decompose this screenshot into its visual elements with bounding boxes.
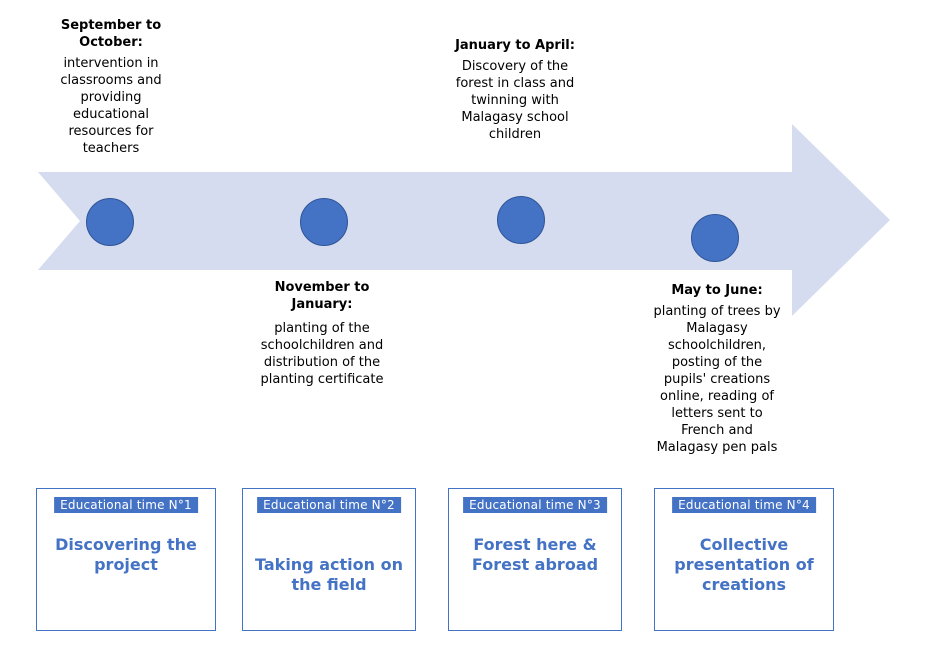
stage-box-4: Educational time N°4 Collective presenta… [654,488,834,631]
event-description: intervention in classrooms and providing… [60,56,162,156]
timeline-marker-1 [86,198,134,246]
stage-tag: Educational time N°2 [257,497,401,513]
timeline-event-3: January to April: Discovery of the fores… [440,37,590,143]
timeline-event-2: November to January: planting of the sch… [248,279,396,388]
event-period: May to June: [671,283,763,298]
stage-tag: Educational time N°4 [672,497,816,513]
event-description: Discovery of the forest in class and twi… [455,59,575,142]
stage-tag: Educational time N°3 [463,497,607,513]
event-description: planting of trees by Malagasy schoolchil… [653,304,781,455]
event-period: November to January: [274,280,370,312]
stage-title: Taking action on the field [255,555,403,594]
stage-title: Forest here & Forest abroad [471,535,599,574]
event-period: September to October: [60,18,162,50]
timeline-marker-2 [300,198,348,246]
event-period: January to April: [455,38,575,53]
timeline-marker-4 [691,214,739,262]
timeline-event-1: September to October: intervention in cl… [48,17,174,157]
stage-title: Discovering the project [55,535,197,574]
stage-box-3: Educational time N°3 Forest here & Fores… [448,488,622,631]
timeline-arrow-shape [38,124,890,316]
timeline-marker-3 [497,196,545,244]
stage-box-1: Educational time N°1 Discovering the pro… [36,488,216,631]
stage-box-2: Educational time N°2 Taking action on th… [242,488,416,631]
timeline-event-4: May to June: planting of trees by Malaga… [641,282,793,456]
stage-title: Collective presentation of creations [674,535,814,594]
event-description: planting of the schoolchildren and distr… [260,321,384,387]
stage-tag: Educational time N°1 [54,497,198,513]
